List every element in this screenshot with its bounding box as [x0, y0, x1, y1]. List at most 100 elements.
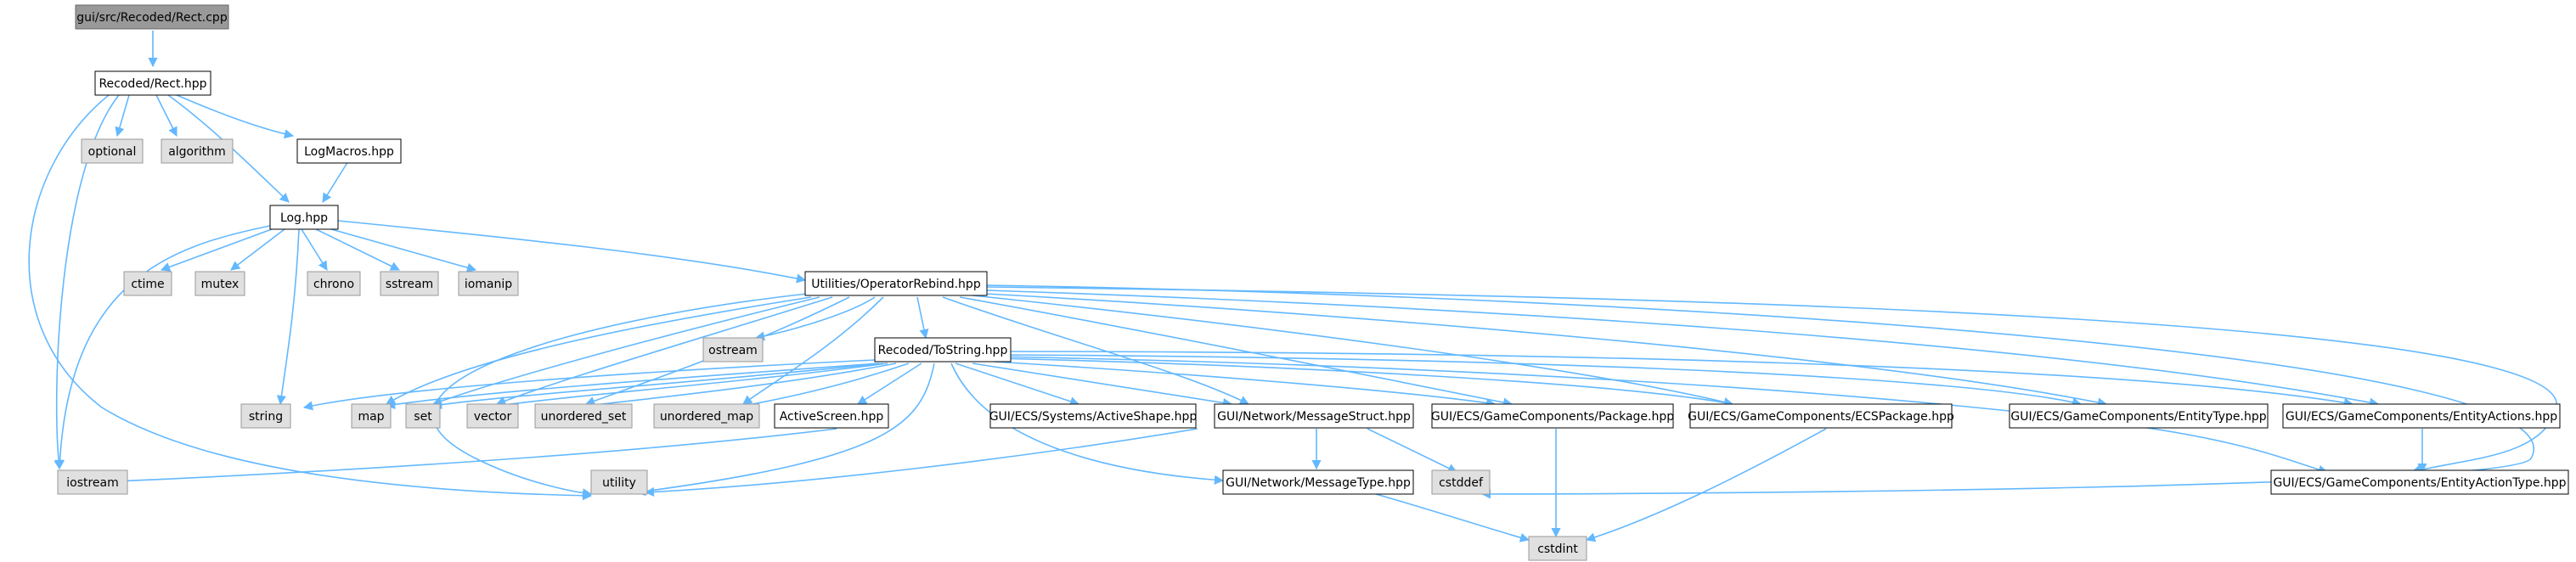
node-entityactiontype-hpp[interactable]: GUI/ECS/GameComponents/EntityActionType.… — [2270, 469, 2569, 495]
edge-log-ctime — [160, 228, 273, 272]
edge-oprebind-entitytype — [984, 293, 2108, 407]
node-messagetype-hpp[interactable]: GUI/Network/MessageType.hpp — [1222, 469, 1414, 495]
edge-tostring-unorderedmap — [741, 362, 910, 409]
node-ctime[interactable]: ctime — [123, 271, 172, 296]
edge-recthpp-iostream — [54, 94, 120, 470]
node-unordered-set[interactable]: unordered_set — [534, 403, 633, 429]
node-label: cstdint — [1537, 542, 1578, 556]
edge-oprebind-map — [386, 296, 812, 405]
node-package-hpp[interactable]: GUI/ECS/GameComponents/Package.hpp — [1431, 403, 1674, 429]
node-unordered-map[interactable]: unordered_map — [653, 403, 760, 429]
edge-tostring-set — [431, 362, 884, 410]
node-label: GUI/ECS/GameComponents/EntityActionType.… — [2273, 476, 2566, 490]
node-activescreen-hpp[interactable]: ActiveScreen.hpp — [774, 403, 889, 429]
edge-tostring-utility — [635, 362, 935, 497]
node-label: LogMacros.hpp — [304, 145, 394, 159]
edge-oprebind-unorderedset — [584, 296, 850, 406]
node-label: ActiveScreen.hpp — [780, 410, 884, 424]
node-set[interactable]: set — [405, 403, 441, 429]
edge-oprebind-ecspackage — [972, 295, 1734, 407]
node-utility[interactable]: utility — [590, 469, 648, 495]
node-entitytype-hpp[interactable]: GUI/ECS/GameComponents/EntityType.hpp — [2009, 403, 2269, 429]
edge-messagestruct-cstddef — [1367, 428, 1458, 473]
node-label: set — [414, 410, 432, 424]
node-ecspackage-hpp[interactable]: GUI/ECS/GameComponents/ECSPackage.hpp — [1688, 403, 1954, 429]
node-cstddef[interactable]: cstddef — [1431, 469, 1491, 495]
node-label: GUI/ECS/GameComponents/Package.hpp — [1431, 410, 1674, 424]
edge-tostring-entityactiontype — [993, 356, 2329, 475]
edge-oprebind-tostring — [916, 296, 929, 340]
node-vector[interactable]: vector — [466, 403, 519, 429]
edge-tostring-entityactions — [993, 351, 2354, 407]
edge-messagestruct-utility — [644, 428, 1198, 497]
edges — [28, 31, 2557, 542]
edge-oprebind-entityactions — [986, 289, 2380, 407]
edge-log-iomanip — [330, 228, 477, 273]
node-cstdint[interactable]: cstdint — [1528, 536, 1587, 561]
edge-tostring-messagestruct — [972, 362, 1233, 407]
edge-recthpp-optional — [115, 94, 130, 138]
edge-oprebind-vector — [495, 296, 833, 406]
node-operatorrebind-hpp[interactable]: Utilities/OperatorRebind.hpp — [804, 271, 988, 296]
node-tostring-hpp[interactable]: Recoded/ToString.hpp — [874, 337, 1012, 362]
edge-messagetype-cstdint — [1375, 493, 1530, 542]
edge-tostring-map — [385, 362, 880, 410]
node-label: Utilities/OperatorRebind.hpp — [811, 278, 981, 291]
node-rect-cpp[interactable]: gui/src/Recoded/Rect.cpp — [75, 4, 229, 30]
nodes: gui/src/Recoded/Rect.cpp Recoded/Rect.hp… — [57, 4, 2569, 561]
node-label: ostream — [708, 344, 758, 357]
edge-log-sstream — [315, 228, 401, 271]
node-entityactions-hpp[interactable]: GUI/ECS/GameComponents/EntityActions.hpp — [2282, 403, 2561, 429]
node-label: GUI/ECS/GameComponents/EntityActions.hpp — [2286, 410, 2557, 424]
edge-tostring-entitytype — [993, 354, 2083, 407]
node-label: string — [249, 410, 283, 424]
edge-log-operatorrebind — [337, 220, 807, 284]
node-label: ctime — [131, 278, 164, 291]
node-label: unordered_map — [660, 410, 753, 424]
node-label: GUI/ECS/GameComponents/ECSPackage.hpp — [1688, 410, 1954, 424]
node-map[interactable]: map — [351, 403, 392, 429]
node-label: cstddef — [1439, 476, 1484, 490]
node-messagestruct-hpp[interactable]: GUI/Network/MessageStruct.hpp — [1214, 403, 1414, 429]
edge-oprebind-cstddef — [986, 284, 2534, 499]
edge-recthpp-utility — [28, 94, 593, 501]
edge-activescreen-iostream — [93, 428, 837, 487]
node-mutex[interactable]: mutex — [194, 271, 245, 296]
node-logmacros-hpp[interactable]: LogMacros.hpp — [296, 138, 402, 164]
node-label: GUI/Network/MessageStruct.hpp — [1217, 410, 1411, 424]
node-label: chrono — [313, 278, 354, 291]
edge-ecspackage-cstdint — [1585, 428, 1827, 542]
node-iostream[interactable]: iostream — [57, 469, 128, 495]
node-ostream[interactable]: ostream — [702, 337, 764, 362]
edge-tostring-string — [302, 359, 876, 411]
edge-tostring-unorderedset — [584, 362, 897, 410]
edge-log-string — [276, 228, 300, 406]
node-chrono[interactable]: chrono — [307, 271, 361, 296]
node-algorithm[interactable]: algorithm — [161, 138, 234, 164]
node-string[interactable]: string — [240, 403, 291, 429]
node-label: GUI/Network/MessageType.hpp — [1226, 476, 1411, 490]
edge-recthpp-algorithm — [155, 94, 178, 138]
node-log-hpp[interactable]: Log.hpp — [269, 205, 339, 230]
edge-log-mutex — [230, 228, 285, 271]
node-label: Recoded/Rect.hpp — [99, 77, 206, 91]
node-label: iomanip — [465, 278, 512, 291]
node-label: Log.hpp — [280, 211, 328, 225]
node-activeshape-hpp[interactable]: GUI/ECS/Systems/ActiveShape.hpp — [989, 403, 1198, 429]
node-optional[interactable]: optional — [81, 138, 144, 164]
node-label: unordered_set — [541, 410, 627, 424]
edge-tostring-messagetype — [950, 362, 1225, 485]
edge-tostring-activeshape — [955, 362, 1080, 407]
node-rect-hpp[interactable]: Recoded/Rect.hpp — [94, 70, 211, 96]
edge-oprebind-ostream — [754, 296, 876, 341]
edge-oprebind-set — [431, 296, 820, 406]
node-iomanip[interactable]: iomanip — [458, 271, 519, 296]
node-label: Recoded/ToString.hpp — [878, 344, 1008, 357]
node-label: iostream — [66, 476, 119, 490]
edge-oprebind-unorderedmap — [742, 296, 884, 405]
edge-oprebind-entityactiontype — [986, 286, 2557, 475]
node-sstream[interactable]: sstream — [380, 271, 439, 296]
edge-logmacros-log — [322, 160, 349, 203]
edge-tostring-activescreen — [857, 362, 922, 405]
